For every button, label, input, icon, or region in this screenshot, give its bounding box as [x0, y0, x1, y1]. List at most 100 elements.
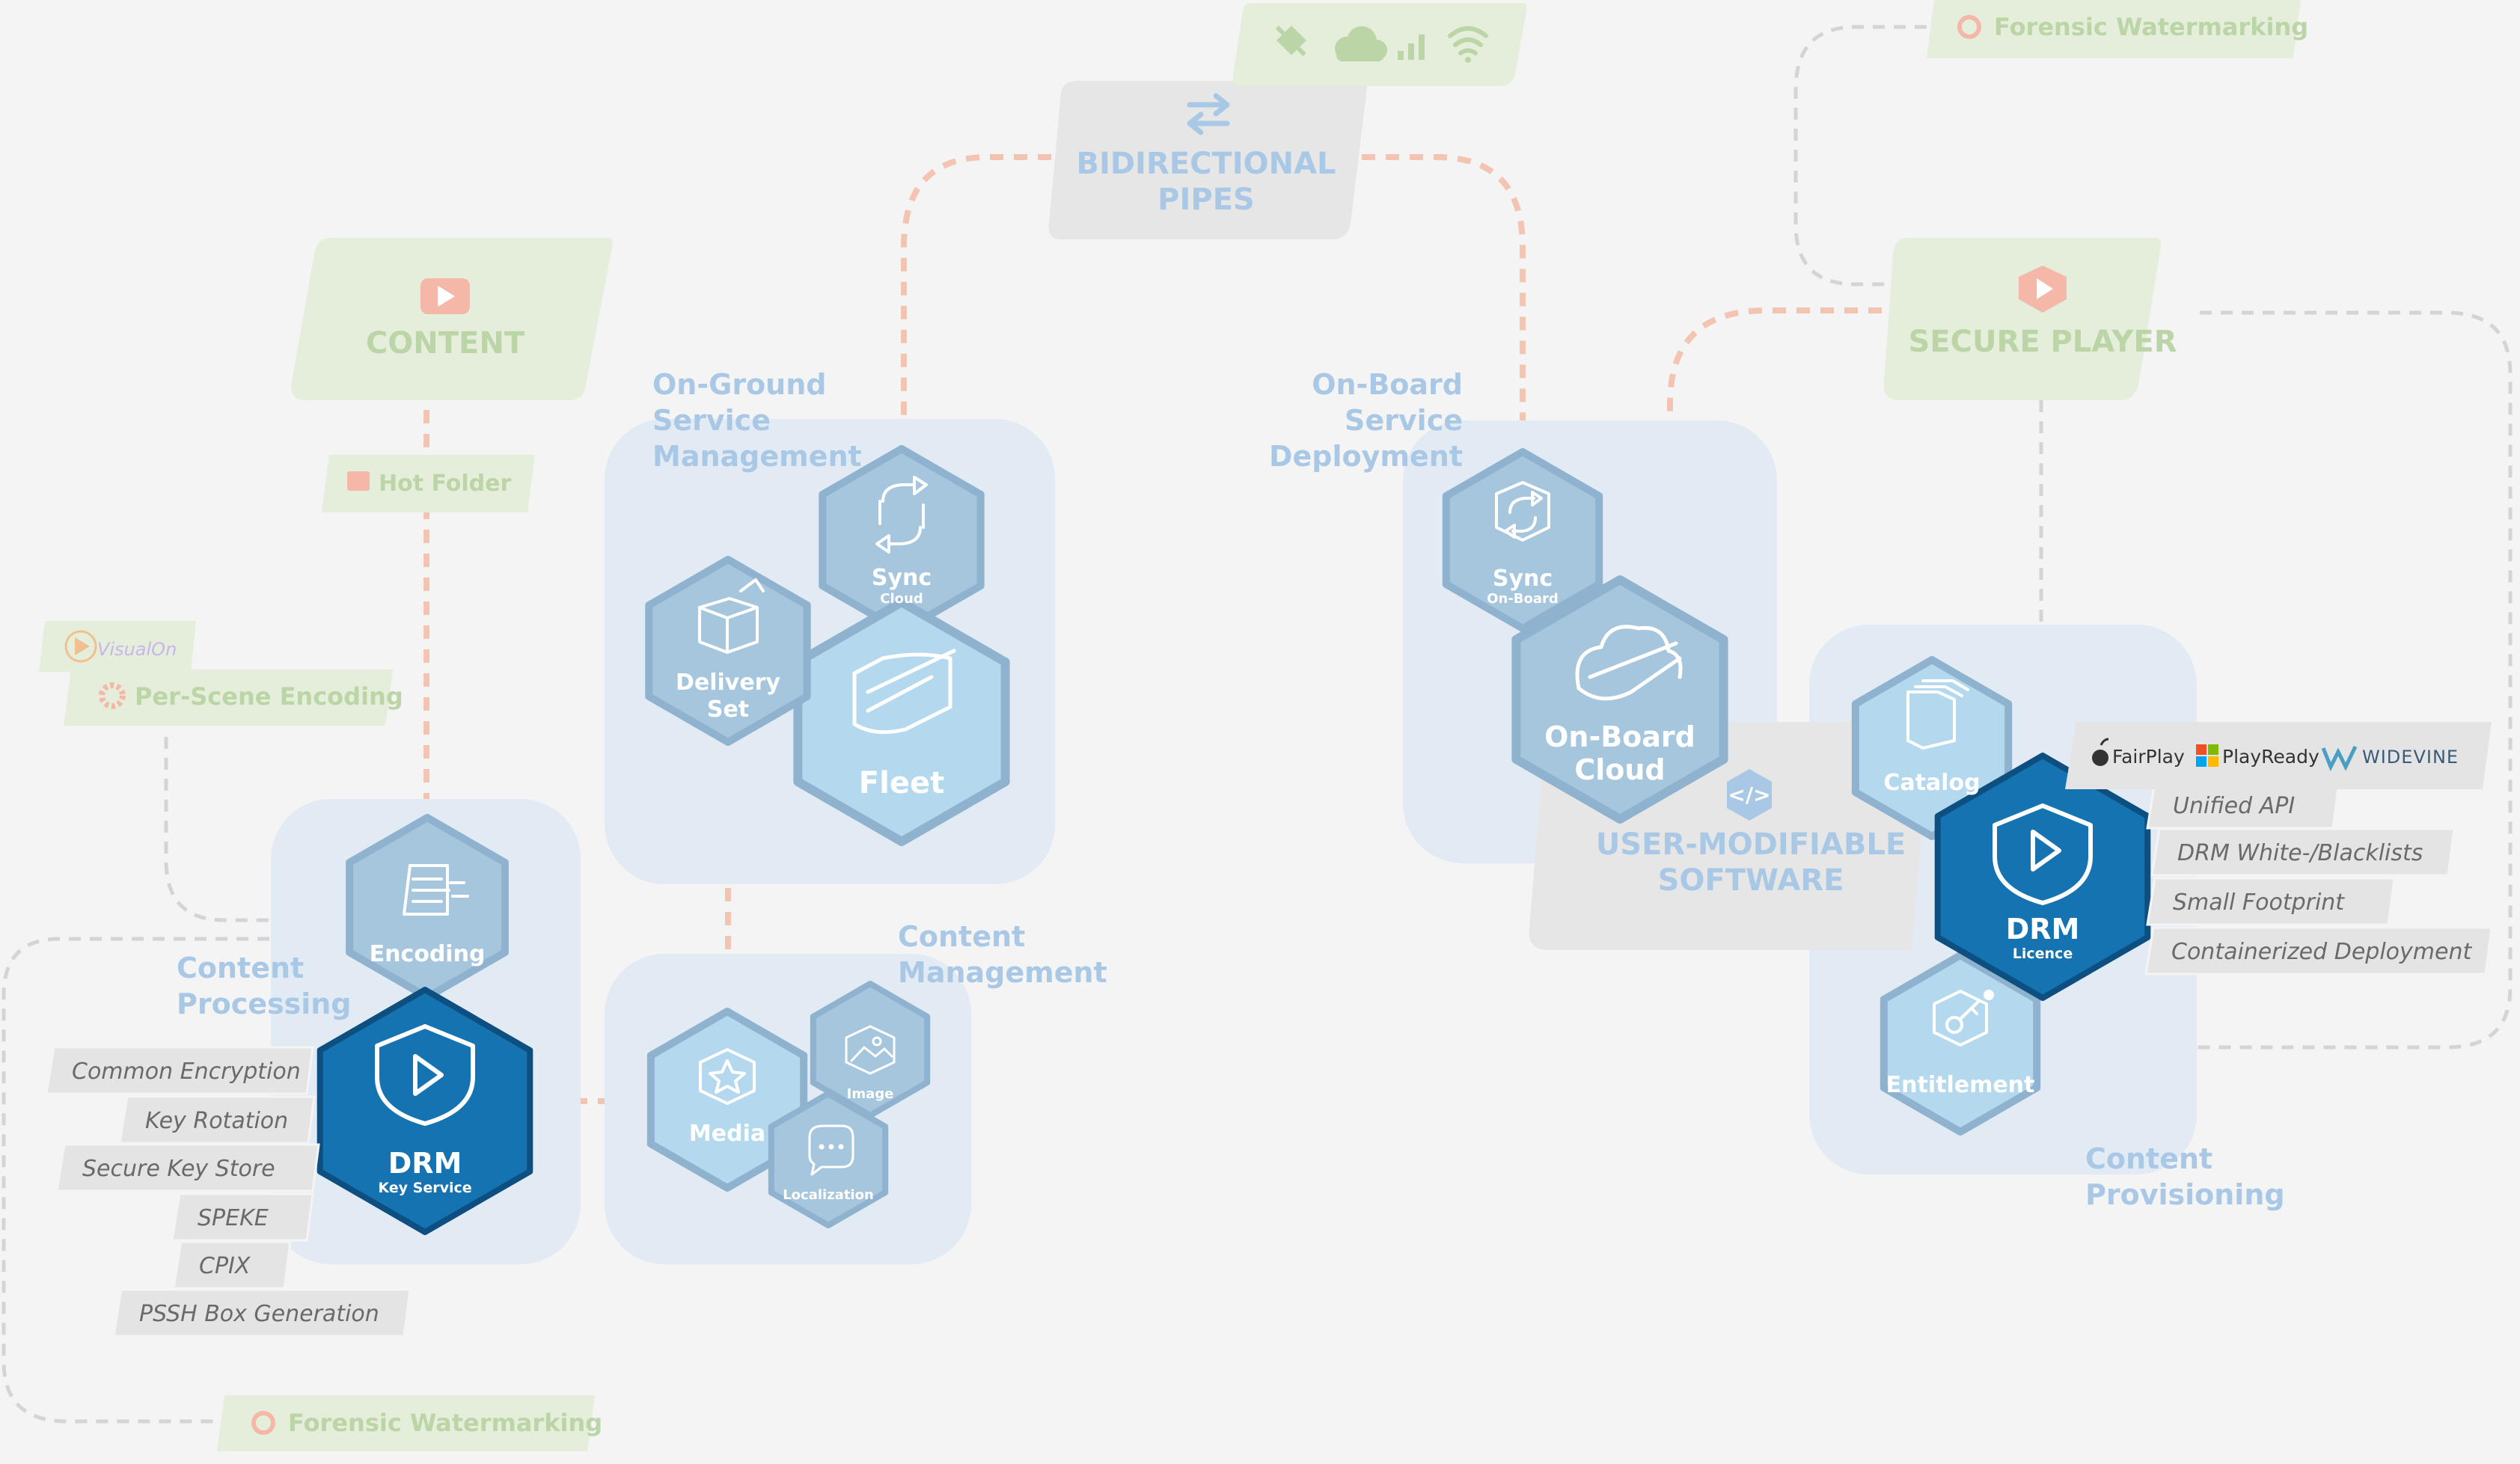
catalog-cards-icon: [1906, 679, 1969, 750]
per-scene-label: Per-Scene Encoding: [135, 682, 403, 711]
connectors: [1, 25, 2513, 1424]
drm-licence-feature-label: Unified API: [2173, 793, 2295, 819]
fingerprint-icon: [251, 1411, 275, 1435]
drm-key-sublabel: Key Service: [378, 1180, 471, 1196]
localization-label: Localization: [783, 1187, 874, 1203]
drm-licence-feature-label: Small Footprint: [2173, 889, 2345, 916]
gear-icon: [99, 682, 126, 709]
hex-layer: [316, 445, 2151, 1235]
forensic-bottom-tag: Forensic Watermarking: [217, 1395, 602, 1451]
sync-onboard-icon: [1495, 481, 1550, 542]
widevine-icon: [2321, 745, 2358, 772]
onboard-cloud-label-2: Cloud: [1574, 753, 1665, 786]
encoding-document-icon: [403, 864, 469, 916]
encoding-label: Encoding: [370, 941, 486, 967]
connector-pipes-sync-cloud: [901, 154, 1051, 456]
drm-key-label: DRM: [388, 1147, 462, 1180]
content-banner: CONTENT: [291, 238, 613, 400]
drm-key-shield-icon: [375, 1024, 475, 1126]
forensic-top-label: Forensic Watermarking: [1994, 13, 2308, 41]
hex-media: [646, 1008, 808, 1192]
svg-text:</>: </>: [1728, 782, 1770, 807]
onboard-cloud-label-1: On-Board: [1544, 720, 1695, 753]
connector-player-right-loop: [2061, 310, 2513, 1050]
bidirectional-arrows-icon: [1187, 93, 1230, 135]
visualon-tag: VisualOn: [39, 621, 196, 672]
drm-licence-feature-label: Containerized Deployment: [2171, 939, 2472, 965]
content-processing-label-1: Content: [177, 952, 304, 984]
connector-perscene-encoding: [164, 737, 337, 922]
drm-licence-feature-1: DRM White-/Blacklists: [2150, 827, 2456, 877]
chat-bubble-icon: [808, 1124, 854, 1176]
microsoft-icon: [2196, 744, 2218, 767]
hex-catalog: [1851, 656, 2013, 840]
visualon-label: VisualOn: [97, 639, 177, 660]
secure-player-label: SECURE PLAYER: [1908, 325, 2177, 359]
hex-icons: [375, 476, 2093, 1176]
forensic-bottom-label: Forensic Watermarking: [288, 1409, 602, 1437]
on-ground-label-2: Service: [652, 404, 771, 437]
widevine-label: WIDEVINE: [2362, 747, 2459, 768]
section-labels: Content Processing On-Ground Service Man…: [177, 368, 2285, 1211]
image-icon: [845, 1025, 896, 1075]
sync-cloud-label: Sync: [872, 565, 932, 591]
drm-licence-sublabel: Licence: [2013, 946, 2073, 962]
code-icon: </>: [1727, 769, 1772, 821]
pipes-label-2: PIPES: [1157, 183, 1255, 217]
on-ground-label-1: On-Ground: [652, 368, 826, 401]
forensic-top-tag: Forensic Watermarking: [1927, 0, 2308, 58]
catalog-label: Catalog: [1883, 770, 1980, 796]
connector-forensic-top-loop: [1793, 25, 1927, 287]
pipes-banner: BIDIRECTIONAL PIPES: [1048, 81, 1367, 239]
drm-key-feature-2: Secure Key Store: [55, 1143, 320, 1192]
on-board-label-1: On-Board: [1312, 368, 1463, 401]
content-label: CONTENT: [366, 326, 525, 361]
drm-key-feature-0: Common Encryption: [45, 1046, 314, 1095]
connector-forensic-bottom-loop: [1, 937, 479, 1424]
on-ground-label-3: Management: [652, 440, 862, 473]
drm-key-feature-5: PSSH Box Generation: [112, 1288, 412, 1338]
drm-key-feature-1: Key Rotation: [118, 1095, 316, 1145]
cloud-icon: [1335, 26, 1387, 61]
hot-folder-label: Hot Folder: [379, 471, 511, 497]
drm-key-feature-label: PSSH Box Generation: [139, 1301, 379, 1327]
hex-image: [810, 981, 931, 1118]
sync-onboard-label: Sync: [1493, 566, 1553, 592]
per-scene-tag: Per-Scene Encoding: [64, 670, 403, 726]
sync-cloud-icon: [875, 476, 928, 554]
entitlement-label: Entitlement: [1886, 1072, 2035, 1098]
hex-localization: [768, 1091, 889, 1228]
content-provisioning-label-1: Content: [2085, 1142, 2212, 1175]
media-star-icon: [699, 1048, 756, 1105]
entitlement-key-icon: [1933, 990, 1994, 1047]
connectivity-banner: [1232, 3, 1527, 86]
on-board-label-3: Deployment: [1269, 440, 1463, 473]
drm-key-feature-label: Key Rotation: [145, 1108, 288, 1134]
drm-licence-feature-3: Containerized Deployment: [2144, 926, 2493, 976]
hex-drm-key: [316, 987, 533, 1235]
onboard-cloud-icon: [1575, 625, 1683, 701]
drm-key-feature-4: CPIX: [172, 1240, 292, 1290]
hex-labels: Encoding DRM Key Service Sync Cloud Deli…: [370, 565, 2080, 1203]
fleet-paperplane-icon: [852, 649, 956, 735]
drm-key-feature-label: Secure Key Store: [82, 1156, 275, 1182]
content-provisioning-label-2: Provisioning: [2085, 1178, 2285, 1211]
delivery-label-1: Delivery: [676, 670, 781, 696]
apple-icon: [2092, 738, 2109, 766]
drm-key-feature-3: SPEKE: [171, 1192, 314, 1242]
fairplay-label: FairPlay: [2112, 746, 2185, 768]
media-label: Media: [689, 1121, 765, 1147]
connector-pipes-sync-onboard: [1362, 154, 1526, 460]
connector-player-onboard: [1667, 307, 1882, 580]
wifi-icon: [1448, 26, 1488, 63]
sync-cloud-sublabel: Cloud: [880, 591, 923, 607]
drm-licence-feature-label: DRM White-/Blacklists: [2177, 840, 2423, 866]
drm-systems-tag: FairPlay PlayReady WIDEVINE: [2065, 722, 2492, 789]
drm-licence-shield-icon: [1993, 803, 2093, 905]
signal-bars-icon: [1398, 34, 1425, 60]
hex-drm-licence: [1934, 753, 2151, 1001]
drm-key-feature-label: CPIX: [199, 1253, 251, 1279]
content-management-label-1: Content: [898, 920, 1025, 953]
